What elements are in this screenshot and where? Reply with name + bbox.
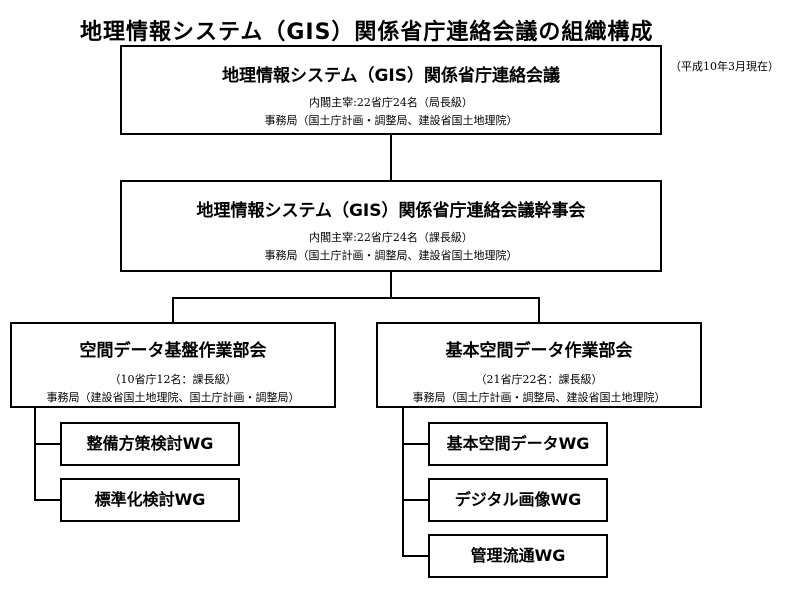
executive-box: 地理情報システム（GIS）関係省庁連絡会議幹事会 内閣主宰:22省庁24名（課長… <box>120 180 662 272</box>
wg-management-distribution: 管理流通WG <box>428 534 608 578</box>
council-secretariat: 事務局（国土庁計画・調整局、建設省国土地理院） <box>264 114 518 127</box>
connector-branch-right <box>538 297 540 322</box>
connector-left-wg-1 <box>34 443 60 445</box>
council-members: 内閣主宰:22省庁24名（局長級） <box>309 96 473 109</box>
subcommittee-name: 空間データ基盤作業部会 <box>79 341 267 361</box>
page-title: 地理情報システム（GIS）関係省庁連絡会議の組織構成 <box>80 20 654 45</box>
executive-members: 内閣主宰:22省庁24名（課長級） <box>309 231 473 244</box>
connector-right-wg-2 <box>402 499 428 501</box>
wg-digital-imagery: デジタル画像WG <box>428 478 608 522</box>
connector-branch-left <box>172 297 174 322</box>
subcommittee-spatial-data-infrastructure: 空間データ基盤作業部会 （10省庁12名：課長級） 事務局（建設省国土地理院、国… <box>10 322 336 408</box>
subcommittee-members: （10省庁12名：課長級） <box>109 373 237 386</box>
subcommittee-name: 基本空間データ作業部会 <box>445 341 633 361</box>
wg-maintenance-policy: 整備方策検討WG <box>60 422 240 466</box>
connector-right-wg-1 <box>402 443 428 445</box>
subcommittee-basic-spatial-data: 基本空間データ作業部会 （21省庁22名：課長級） 事務局（国土庁計画・調整局、… <box>376 322 702 408</box>
connector-right-wg-3 <box>402 555 428 557</box>
council-name: 地理情報システム（GIS）関係省庁連絡会議 <box>221 66 560 86</box>
connector-right-wg-trunk <box>402 408 404 556</box>
council-box: 地理情報システム（GIS）関係省庁連絡会議 内閣主宰:22省庁24名（局長級） … <box>120 45 662 135</box>
date-note: （平成10年3月現在） <box>670 60 779 73</box>
subcommittee-members: （21省庁22名：課長級） <box>475 373 603 386</box>
connector-branch-horizontal <box>172 297 540 299</box>
subcommittee-secretariat: 事務局（建設省国土地理院、国土庁計画・調整局） <box>46 391 300 404</box>
connector-executive-branch <box>390 272 392 298</box>
connector-council-executive <box>390 135 392 180</box>
connector-left-wg-2 <box>34 499 60 501</box>
executive-name: 地理情報システム（GIS）関係省庁連絡会議幹事会 <box>196 201 586 221</box>
executive-secretariat: 事務局（国土庁計画・調整局、建設省国土地理院） <box>264 249 518 262</box>
subcommittee-secretariat: 事務局（国土庁計画・調整局、建設省国土地理院） <box>412 391 666 404</box>
connector-left-wg-trunk <box>34 408 36 500</box>
wg-standardization: 標準化検討WG <box>60 478 240 522</box>
wg-basic-spatial-data: 基本空間データWG <box>428 422 608 466</box>
